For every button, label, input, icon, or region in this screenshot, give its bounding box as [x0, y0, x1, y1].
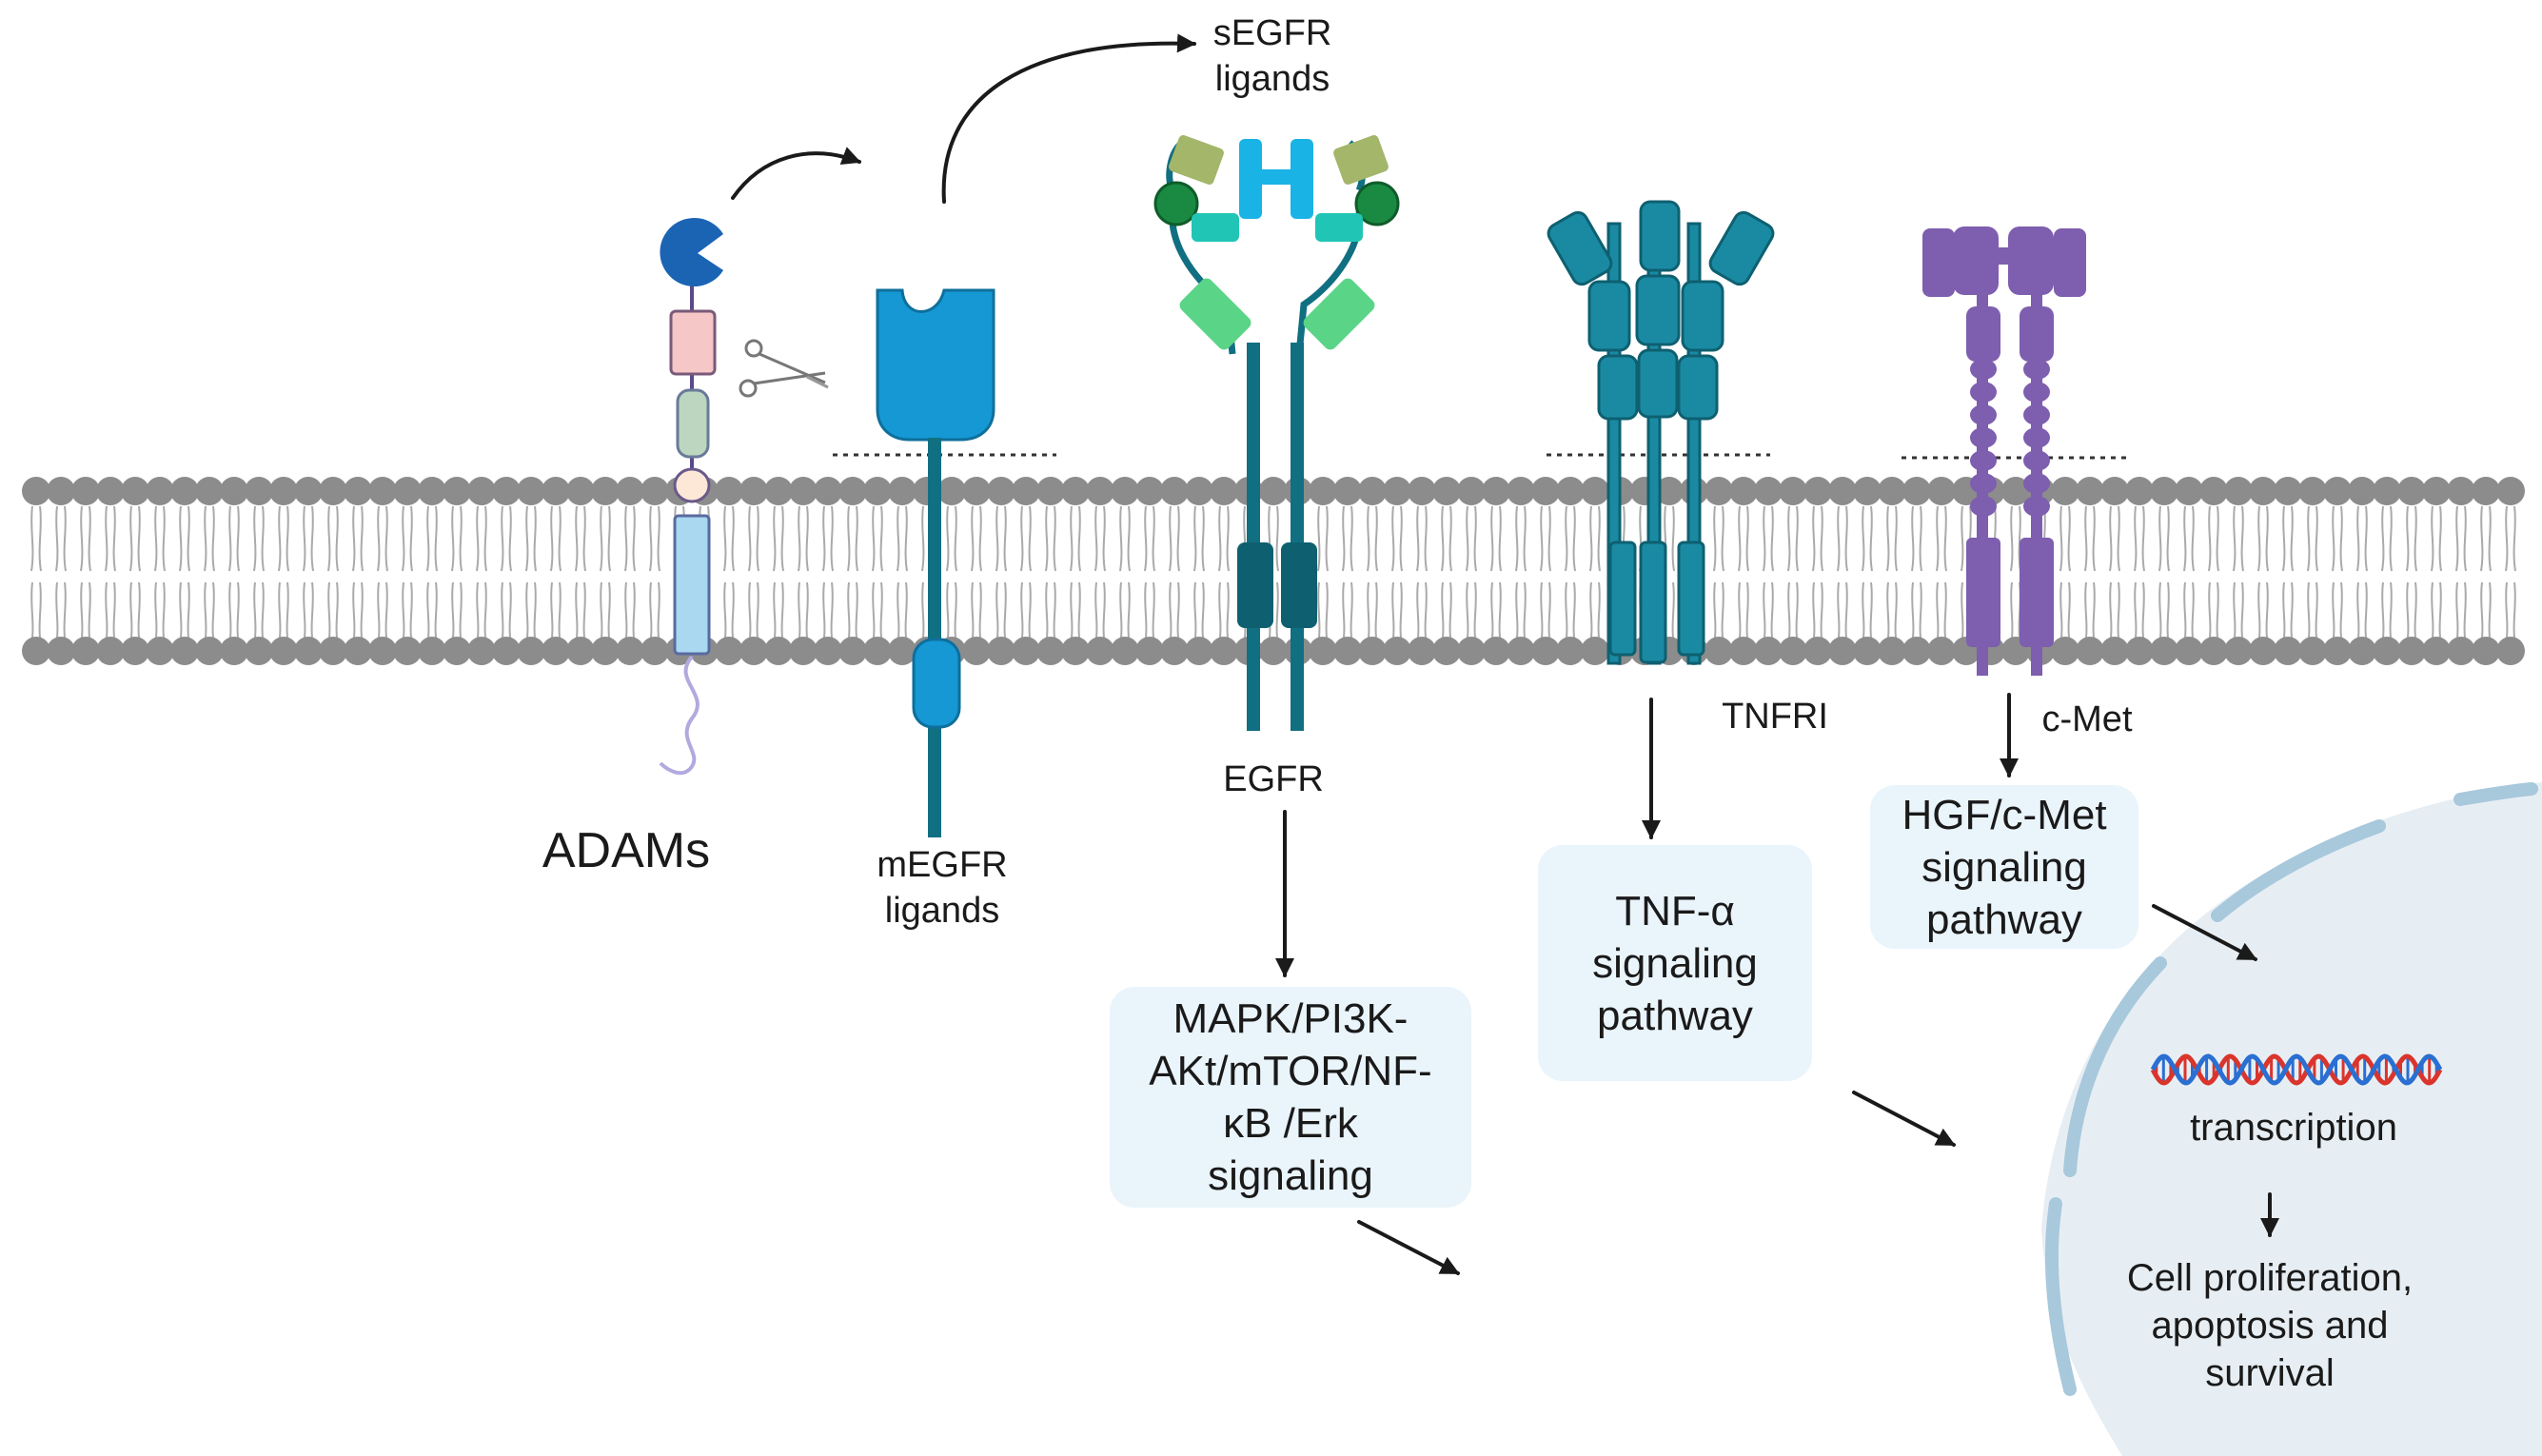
cell-outcome-label: Cell proliferation, apoptosis and surviv…: [2126, 1257, 2414, 1394]
nuclear-envelope: [2044, 782, 2538, 1396]
scissors-icon: [739, 339, 829, 398]
c-met-receptor: [1922, 226, 2086, 676]
egfr-dimer: [1153, 135, 1400, 731]
adam-protease-pacman: [660, 218, 723, 287]
adam-protein: [659, 218, 723, 776]
dna-helix-icon: [2150, 1053, 2443, 1086]
cell-membrane: [22, 477, 2525, 665]
tnfri-receptor: [1547, 200, 1775, 665]
egfr-pathway-box: MAPK/PI3K- AKt/mTOR/NF- κB /Erk signalin…: [1110, 987, 1471, 1208]
adams-label: ADAMs: [542, 823, 711, 878]
tnfri-label: TNFRI: [1722, 697, 1828, 737]
hgf-pathway-box: HGF/c-Met signaling pathway: [1870, 785, 2138, 949]
egfr-label: EGFR: [1223, 759, 1324, 799]
megfr-ligands-label: mEGFR ligands: [877, 845, 1008, 931]
transcription-label: transcription: [2190, 1107, 2397, 1149]
extracellular-boundary-dotted-lines: [833, 453, 2127, 460]
nucleus: [2041, 782, 2542, 1456]
c-met-label: c-Met: [2041, 699, 2133, 739]
lipid-heads: [22, 477, 2525, 665]
membrane-egfr-ligand: [876, 288, 995, 837]
segfr-ligands-label: sEGFR ligands: [1212, 13, 1332, 99]
arrows: [731, 33, 2279, 1275]
tnf-pathway-box: TNF-α signaling pathway: [1538, 845, 1812, 1081]
